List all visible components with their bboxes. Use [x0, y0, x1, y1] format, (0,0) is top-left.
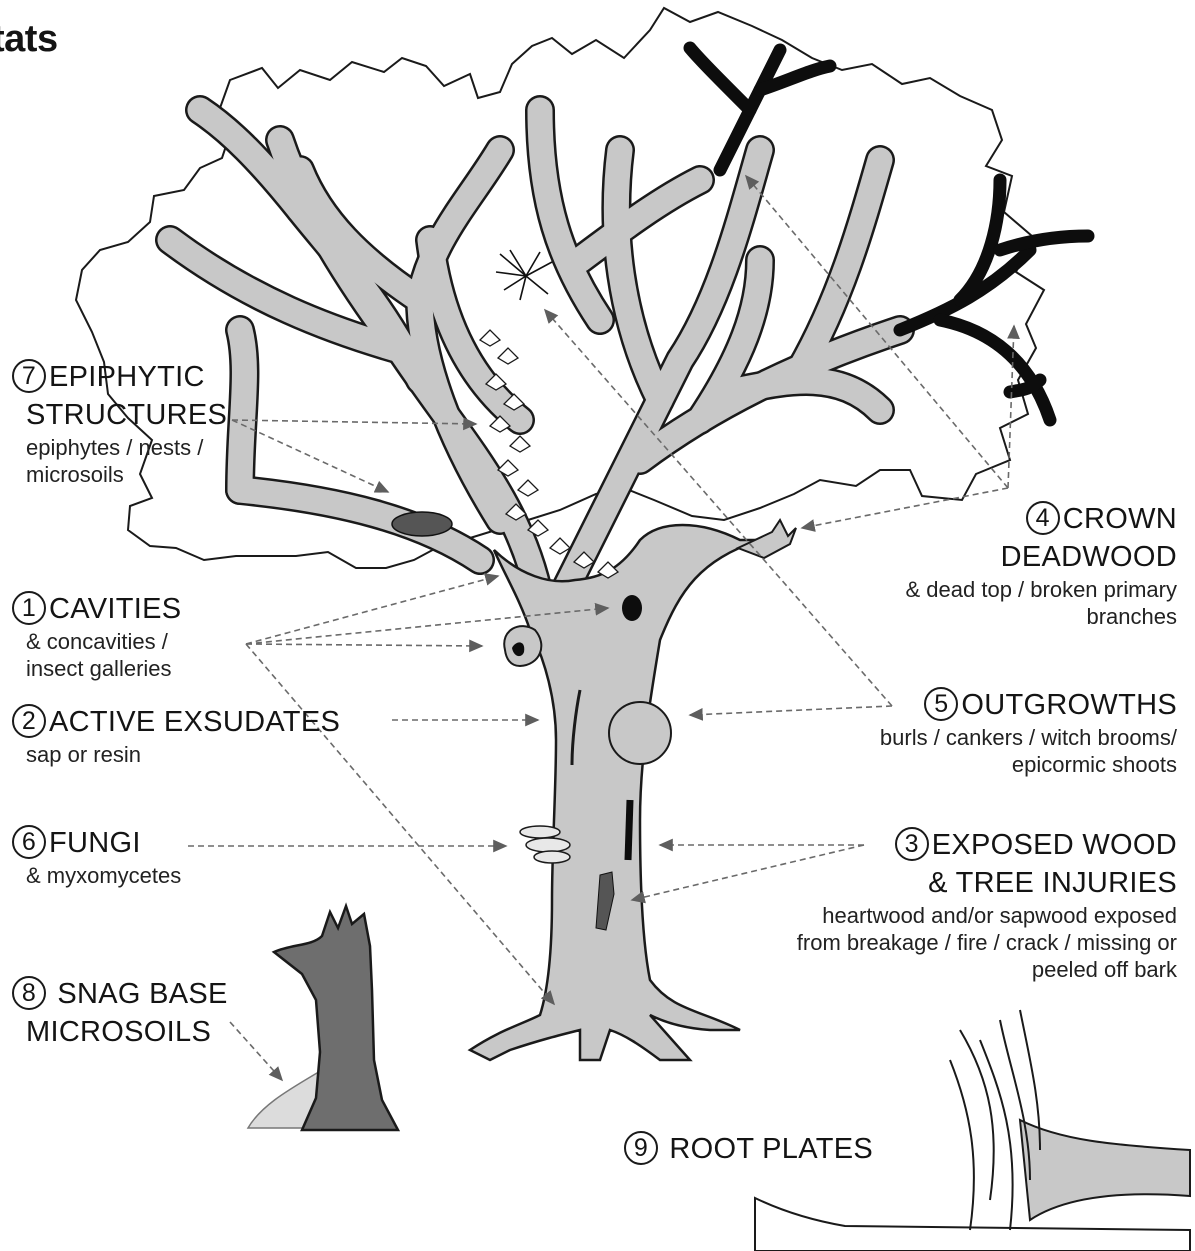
label-description: from breakage / fire / crack / missing o…	[797, 929, 1177, 956]
number-badge: 9	[624, 1131, 658, 1165]
label-heading: EPIPHYTIC	[49, 361, 205, 393]
label-description: & dead top / broken primary	[906, 576, 1177, 603]
root-plate-roots	[950, 1010, 1040, 1230]
page-title: tats	[0, 18, 58, 61]
label-description: insect galleries	[12, 655, 181, 682]
burl	[609, 702, 671, 764]
label-root-plates: 9 ROOT PLATES	[624, 1130, 873, 1168]
label-heading: ROOT PLATES	[669, 1133, 873, 1165]
label-heading: CROWN	[1063, 503, 1177, 535]
number-badge: 8	[12, 976, 46, 1010]
number-badge: 2	[12, 704, 46, 738]
label-heading: DEADWOOD	[1001, 541, 1177, 573]
number-badge: 5	[924, 687, 958, 721]
label-description: burls / cankers / witch brooms/	[880, 724, 1177, 751]
label-description: sap or resin	[12, 741, 340, 768]
label-heading: STRUCTURES	[26, 399, 227, 431]
number-badge: 7	[12, 359, 46, 393]
label-description: epiphytes / nests /	[12, 434, 227, 461]
label-description: epicormic shoots	[880, 751, 1177, 778]
label-description: heartwood and/or sapwood exposed	[797, 902, 1177, 929]
label-heading: ACTIVE EXSUDATES	[49, 706, 340, 738]
label-description: microsoils	[12, 461, 227, 488]
label-heading: EXPOSED WOOD	[932, 829, 1177, 861]
number-badge: 1	[12, 591, 46, 625]
label-snag-base-microsoils: 8 SNAG BASE MICROSOILS	[12, 975, 228, 1051]
label-description: & concavities /	[12, 628, 181, 655]
number-badge: 6	[12, 825, 46, 859]
number-badge: 4	[1026, 501, 1060, 535]
label-description: peeled off bark	[797, 956, 1177, 983]
label-heading: MICROSOILS	[26, 1016, 211, 1048]
trunk	[470, 525, 760, 1060]
root-plate-trunk	[1020, 1120, 1190, 1220]
label-heading: FUNGI	[49, 827, 141, 859]
number-badge: 3	[895, 827, 929, 861]
bird-nest	[392, 512, 452, 536]
label-heading: OUTGROWTHS	[961, 689, 1177, 721]
label-heading: & TREE INJURIES	[928, 867, 1177, 899]
cavity-hole	[622, 595, 642, 621]
label-description: branches	[906, 603, 1177, 630]
label-description: & myxomycetes	[12, 862, 181, 889]
bark-crack	[628, 800, 630, 860]
label-heading: CAVITIES	[49, 593, 181, 625]
label-heading: SNAG BASE	[57, 978, 227, 1010]
